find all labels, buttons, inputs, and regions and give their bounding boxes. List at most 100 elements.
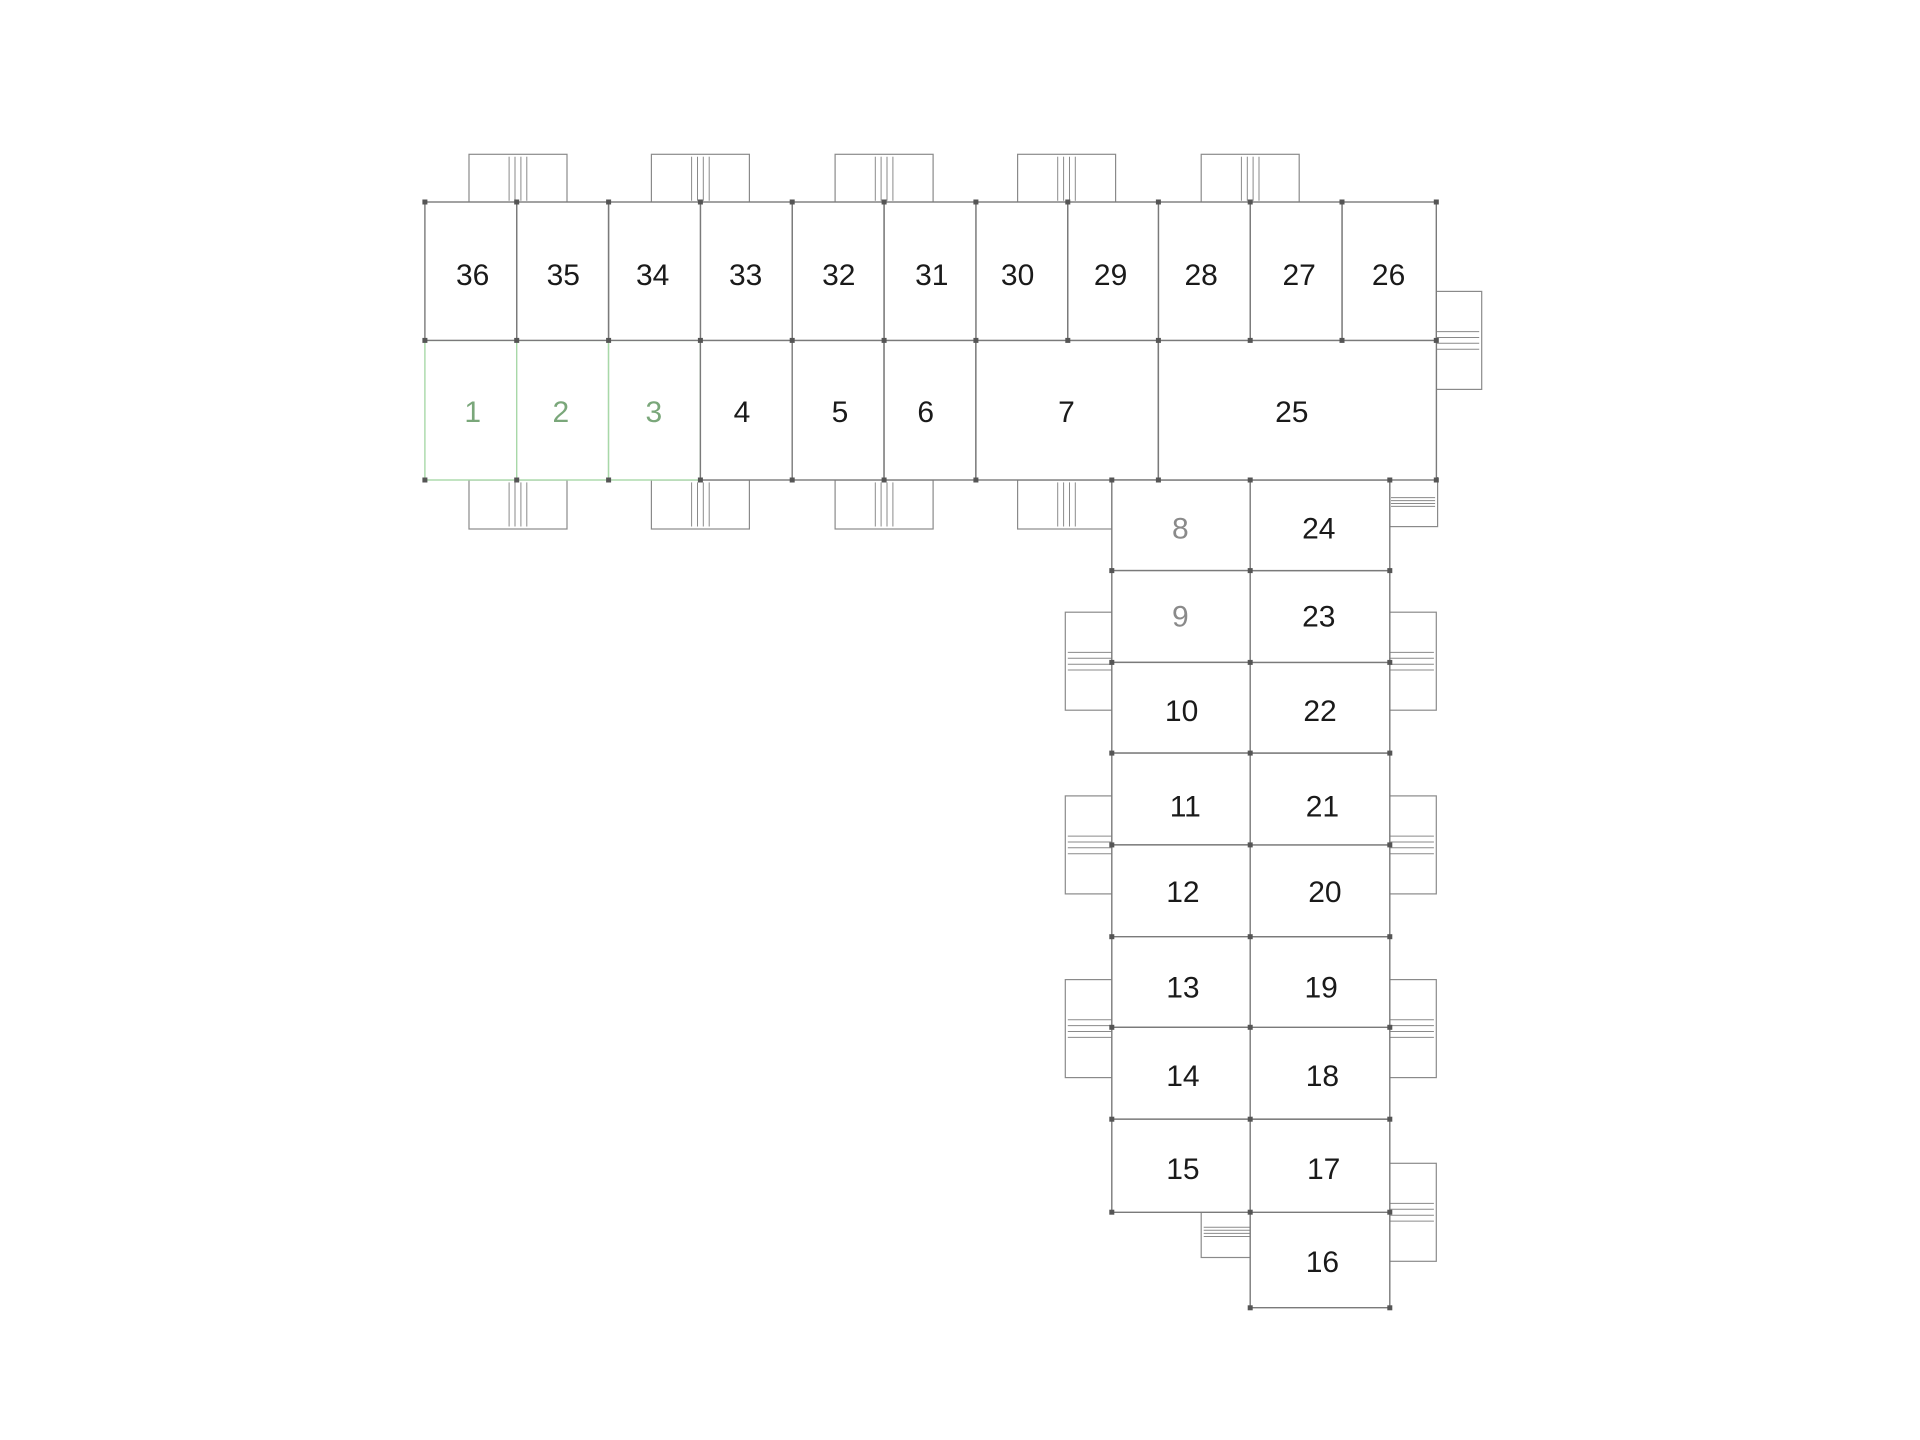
unit-14[interactable]: 14 — [1111, 1026, 1251, 1120]
stair-core-icon — [1064, 611, 1115, 711]
stair-core-icon — [468, 153, 568, 204]
unit-shape[interactable] — [516, 339, 610, 481]
unit-shape[interactable] — [1249, 936, 1391, 1029]
column-pin — [973, 477, 979, 483]
unit-shape[interactable] — [1249, 1211, 1391, 1309]
column-pin — [514, 199, 520, 205]
unit-shape[interactable] — [1249, 661, 1391, 754]
unit-shape[interactable] — [1249, 1118, 1391, 1213]
unit-8[interactable]: 8 — [1111, 479, 1251, 572]
unit-12[interactable]: 12 — [1111, 844, 1251, 938]
unit-shape[interactable] — [1249, 569, 1391, 664]
stair-core-icon — [650, 153, 751, 204]
unit-shape[interactable] — [1111, 752, 1251, 846]
unit-28[interactable]: 28 — [1157, 201, 1251, 342]
unit-shape[interactable] — [699, 201, 793, 342]
unit-shape[interactable] — [1111, 569, 1251, 664]
column-pin — [1247, 750, 1253, 756]
unit-19[interactable]: 19 — [1249, 936, 1391, 1029]
unit-shape[interactable] — [791, 201, 885, 342]
unit-34[interactable]: 34 — [607, 201, 702, 342]
unit-11[interactable]: 11 — [1111, 752, 1251, 846]
column-pin — [1247, 1116, 1253, 1122]
unit-24[interactable]: 24 — [1249, 479, 1391, 572]
unit-23[interactable]: 23 — [1249, 569, 1391, 664]
column-pin — [1109, 1209, 1115, 1215]
unit-shape[interactable] — [516, 201, 610, 342]
column-pin — [1065, 199, 1071, 205]
unit-16[interactable]: 16 — [1249, 1211, 1391, 1309]
unit-31[interactable]: 31 — [883, 201, 977, 342]
column-pin — [1387, 750, 1393, 756]
column-pin — [1155, 199, 1161, 205]
unit-29[interactable]: 29 — [1067, 201, 1160, 342]
unit-shape[interactable] — [975, 201, 1069, 342]
unit-4[interactable]: 4 — [699, 339, 793, 481]
unit-shape[interactable] — [883, 339, 977, 481]
unit-shape[interactable] — [1111, 844, 1251, 938]
unit-shape[interactable] — [1249, 752, 1391, 846]
unit-25[interactable]: 25 — [1157, 339, 1438, 481]
unit-15[interactable]: 15 — [1111, 1118, 1251, 1213]
unit-shape[interactable] — [1111, 936, 1251, 1029]
column-pin — [881, 337, 887, 343]
unit-17[interactable]: 17 — [1249, 1118, 1391, 1213]
unit-21[interactable]: 21 — [1249, 752, 1391, 846]
unit-shape[interactable] — [607, 201, 702, 342]
unit-shape[interactable] — [1111, 1118, 1251, 1213]
unit-shape[interactable] — [424, 339, 518, 481]
unit-20[interactable]: 20 — [1249, 844, 1391, 938]
unit-36[interactable]: 36 — [424, 201, 518, 342]
stair-core-icon — [1387, 477, 1439, 528]
unit-shape[interactable] — [699, 339, 793, 481]
unit-2[interactable]: 2 — [516, 339, 610, 481]
stair-core-icon — [1200, 153, 1300, 204]
column-pin — [1247, 477, 1253, 483]
column-pin — [1109, 1024, 1115, 1030]
unit-shape[interactable] — [1157, 339, 1438, 481]
unit-3[interactable]: 3 — [607, 339, 702, 481]
unit-35[interactable]: 35 — [516, 201, 610, 342]
unit-26[interactable]: 26 — [1341, 201, 1438, 342]
unit-shape[interactable] — [1249, 844, 1391, 938]
unit-18[interactable]: 18 — [1249, 1026, 1391, 1120]
unit-13[interactable]: 13 — [1111, 936, 1251, 1029]
column-pin — [1433, 477, 1439, 483]
stair-core-icon — [468, 479, 568, 530]
column-pin — [1339, 337, 1345, 343]
unit-shape[interactable] — [607, 339, 702, 481]
unit-shape[interactable] — [1067, 201, 1160, 342]
unit-27[interactable]: 27 — [1249, 201, 1343, 342]
unit-shape[interactable] — [1157, 201, 1251, 342]
stair-core-icon — [1064, 795, 1115, 895]
column-pin — [1109, 1116, 1115, 1122]
unit-7[interactable]: 7 — [975, 339, 1160, 481]
unit-shape[interactable] — [1249, 1026, 1391, 1120]
column-pin — [1155, 477, 1161, 483]
unit-30[interactable]: 30 — [975, 201, 1069, 342]
column-pin — [1433, 337, 1439, 343]
unit-9[interactable]: 9 — [1111, 569, 1251, 664]
unit-shape[interactable] — [791, 339, 885, 481]
column-pin — [422, 199, 428, 205]
column-pin — [697, 477, 703, 483]
unit-shape[interactable] — [1249, 201, 1343, 342]
unit-shape[interactable] — [883, 201, 977, 342]
unit-32[interactable]: 32 — [791, 201, 885, 342]
unit-shape[interactable] — [1111, 1026, 1251, 1120]
column-pin — [1387, 1209, 1393, 1215]
unit-shape[interactable] — [1111, 661, 1251, 754]
column-pin — [1109, 842, 1115, 848]
unit-1[interactable]: 1 — [424, 339, 518, 481]
unit-22[interactable]: 22 — [1249, 661, 1391, 754]
unit-33[interactable]: 33 — [699, 201, 793, 342]
unit-shape[interactable] — [424, 201, 518, 342]
unit-shape[interactable] — [975, 339, 1160, 481]
unit-6[interactable]: 6 — [883, 339, 977, 481]
unit-shape[interactable] — [1111, 479, 1251, 572]
unit-10[interactable]: 10 — [1111, 661, 1251, 754]
unit-5[interactable]: 5 — [791, 339, 885, 481]
unit-shape[interactable] — [1249, 479, 1391, 572]
unit-shape[interactable] — [1341, 201, 1438, 342]
